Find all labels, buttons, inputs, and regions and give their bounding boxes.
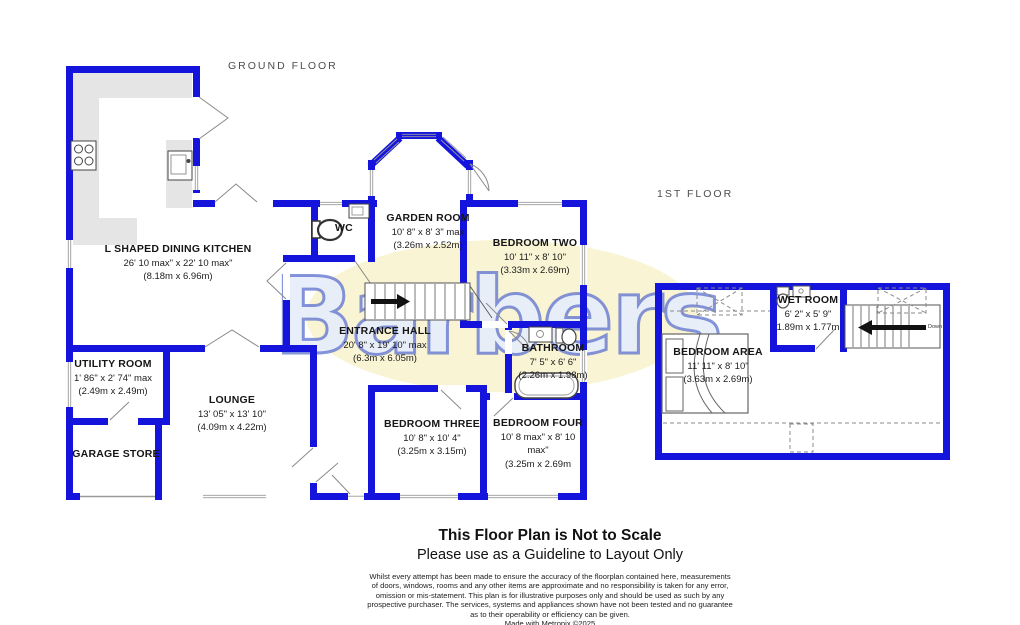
hob-icon bbox=[70, 140, 97, 171]
door-openings bbox=[108, 262, 514, 483]
watermark-logo: Barbers bbox=[272, 240, 725, 392]
door-symbols bbox=[109, 96, 836, 495]
windows bbox=[66, 133, 587, 500]
stairs-down-label: Down bbox=[928, 324, 943, 330]
room-label-garden-room: GARDEN ROOM 10' 8" x 8' 3" max (3.26m x … bbox=[386, 212, 470, 251]
svg-text:Barbers: Barbers bbox=[274, 255, 721, 378]
room-label-bedroom-area: BEDROOM AREA 11' 11" x 8' 10" (3.63m x 2… bbox=[673, 346, 763, 385]
first-floor-title: 1ST FLOOR bbox=[657, 188, 734, 200]
room-label-kitchen: L SHAPED DINING KITCHEN 26' 10 max" x 22… bbox=[104, 243, 252, 282]
room-label-bedroom-three: BEDROOM THREE 10' 8" x 10' 4" (3.25m x 3… bbox=[384, 418, 480, 457]
ground-floor-title: GROUND FLOOR bbox=[228, 60, 338, 72]
room-label-garage-store: GARAGE STORE bbox=[72, 448, 160, 460]
bathtub-icon bbox=[514, 372, 579, 399]
stairs-first-icon bbox=[844, 304, 941, 349]
stairs-ground-icon bbox=[364, 282, 493, 321]
bay-window-walls bbox=[367, 135, 471, 169]
bed-icon bbox=[661, 333, 749, 414]
footer: This Floor Plan is Not to Scale Please u… bbox=[367, 526, 732, 625]
footer-subtitle: Please use as a Guideline to Layout Only bbox=[417, 547, 683, 563]
wetroom-sink-icon bbox=[792, 285, 811, 298]
bathroom-sink-icon bbox=[528, 326, 553, 343]
room-label-bathroom: BATHROOM 7' 5" x 6' 6" (2.26m x 1.98m) bbox=[518, 342, 588, 381]
footer-credit: Made with Metropix ©2025 bbox=[504, 619, 596, 625]
skylights-and-headroom-lines bbox=[663, 287, 941, 453]
footer-disclaimer: Whilst every attempt has been made to en… bbox=[367, 572, 733, 619]
room-label-lounge: LOUNGE 13' 05" x 13' 10" (4.09m x 4.22m) bbox=[197, 394, 267, 433]
kitchen-sink-icon bbox=[167, 150, 193, 181]
bathroom-toilet-icon bbox=[555, 327, 577, 346]
wetroom-toilet-icon bbox=[776, 286, 790, 309]
footer-title: This Floor Plan is Not to Scale bbox=[438, 527, 662, 544]
room-label-bedroom-two: BEDROOM TWO 10' 11" x 8' 10" (3.33m x 2.… bbox=[492, 237, 578, 276]
room-label-wc: WC bbox=[335, 222, 353, 234]
wc-sink-icon bbox=[348, 203, 370, 219]
room-label-utility-room: UTILITY ROOM 1' 86" x 2' 74" max (2.49m … bbox=[74, 358, 152, 397]
wc-toilet-icon bbox=[311, 218, 344, 242]
room-label-entrance-hall: ENTRANCE HALL 20' 8" x 19' 10" max (6.3m… bbox=[339, 325, 431, 364]
room-label-wet-room: WET ROOM 6' 2" x 5' 9" 1.89m x 1.77m bbox=[776, 294, 840, 333]
room-label-bedroom-four: BEDROOM FOUR 10' 8 max" x 8' 10 max" (3.… bbox=[493, 417, 583, 470]
